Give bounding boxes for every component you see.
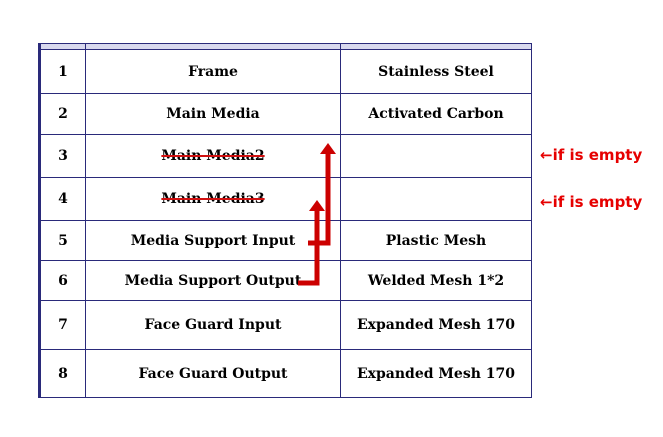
arrow-left-icon: ← [540,146,553,164]
material-cell: Plastic Mesh [340,220,532,261]
table-row: 2 Main Media Activated Carbon [38,93,532,135]
material-cell: Activated Carbon [340,93,532,135]
material-cell [340,134,532,178]
table-row: 5 Media Support Input Plastic Mesh [38,220,532,261]
note-text: if is empty [552,146,643,164]
table-row: 7 Face Guard Input Expanded Mesh 170 [38,300,532,350]
row-number: 4 [38,177,86,221]
row-number: 6 [38,260,86,301]
row-number: 8 [38,349,86,398]
material-cell: Expanded Mesh 170 [340,300,532,350]
component-cell: Face Guard Output [85,349,341,398]
note-text: if is empty [552,193,643,211]
row-number: 2 [38,93,86,135]
arrow-up-icon [298,200,325,286]
material-cell [340,177,532,221]
row-number: 3 [38,134,86,178]
empty-note: ←if is empty [540,193,642,211]
materials-table: 1 Frame Stainless Steel 2 Main Media Act… [38,43,532,398]
row-number: 1 [38,49,86,94]
table-row: 4 Main Media3 [38,177,532,221]
arrow-left-icon: ← [540,193,553,211]
arrow-up-icon [308,143,336,246]
empty-note: ←if is empty [540,146,642,164]
material-cell: Expanded Mesh 170 [340,349,532,398]
component-cell: Main Media [85,93,341,135]
table-row: 8 Face Guard Output Expanded Mesh 170 [38,349,532,398]
